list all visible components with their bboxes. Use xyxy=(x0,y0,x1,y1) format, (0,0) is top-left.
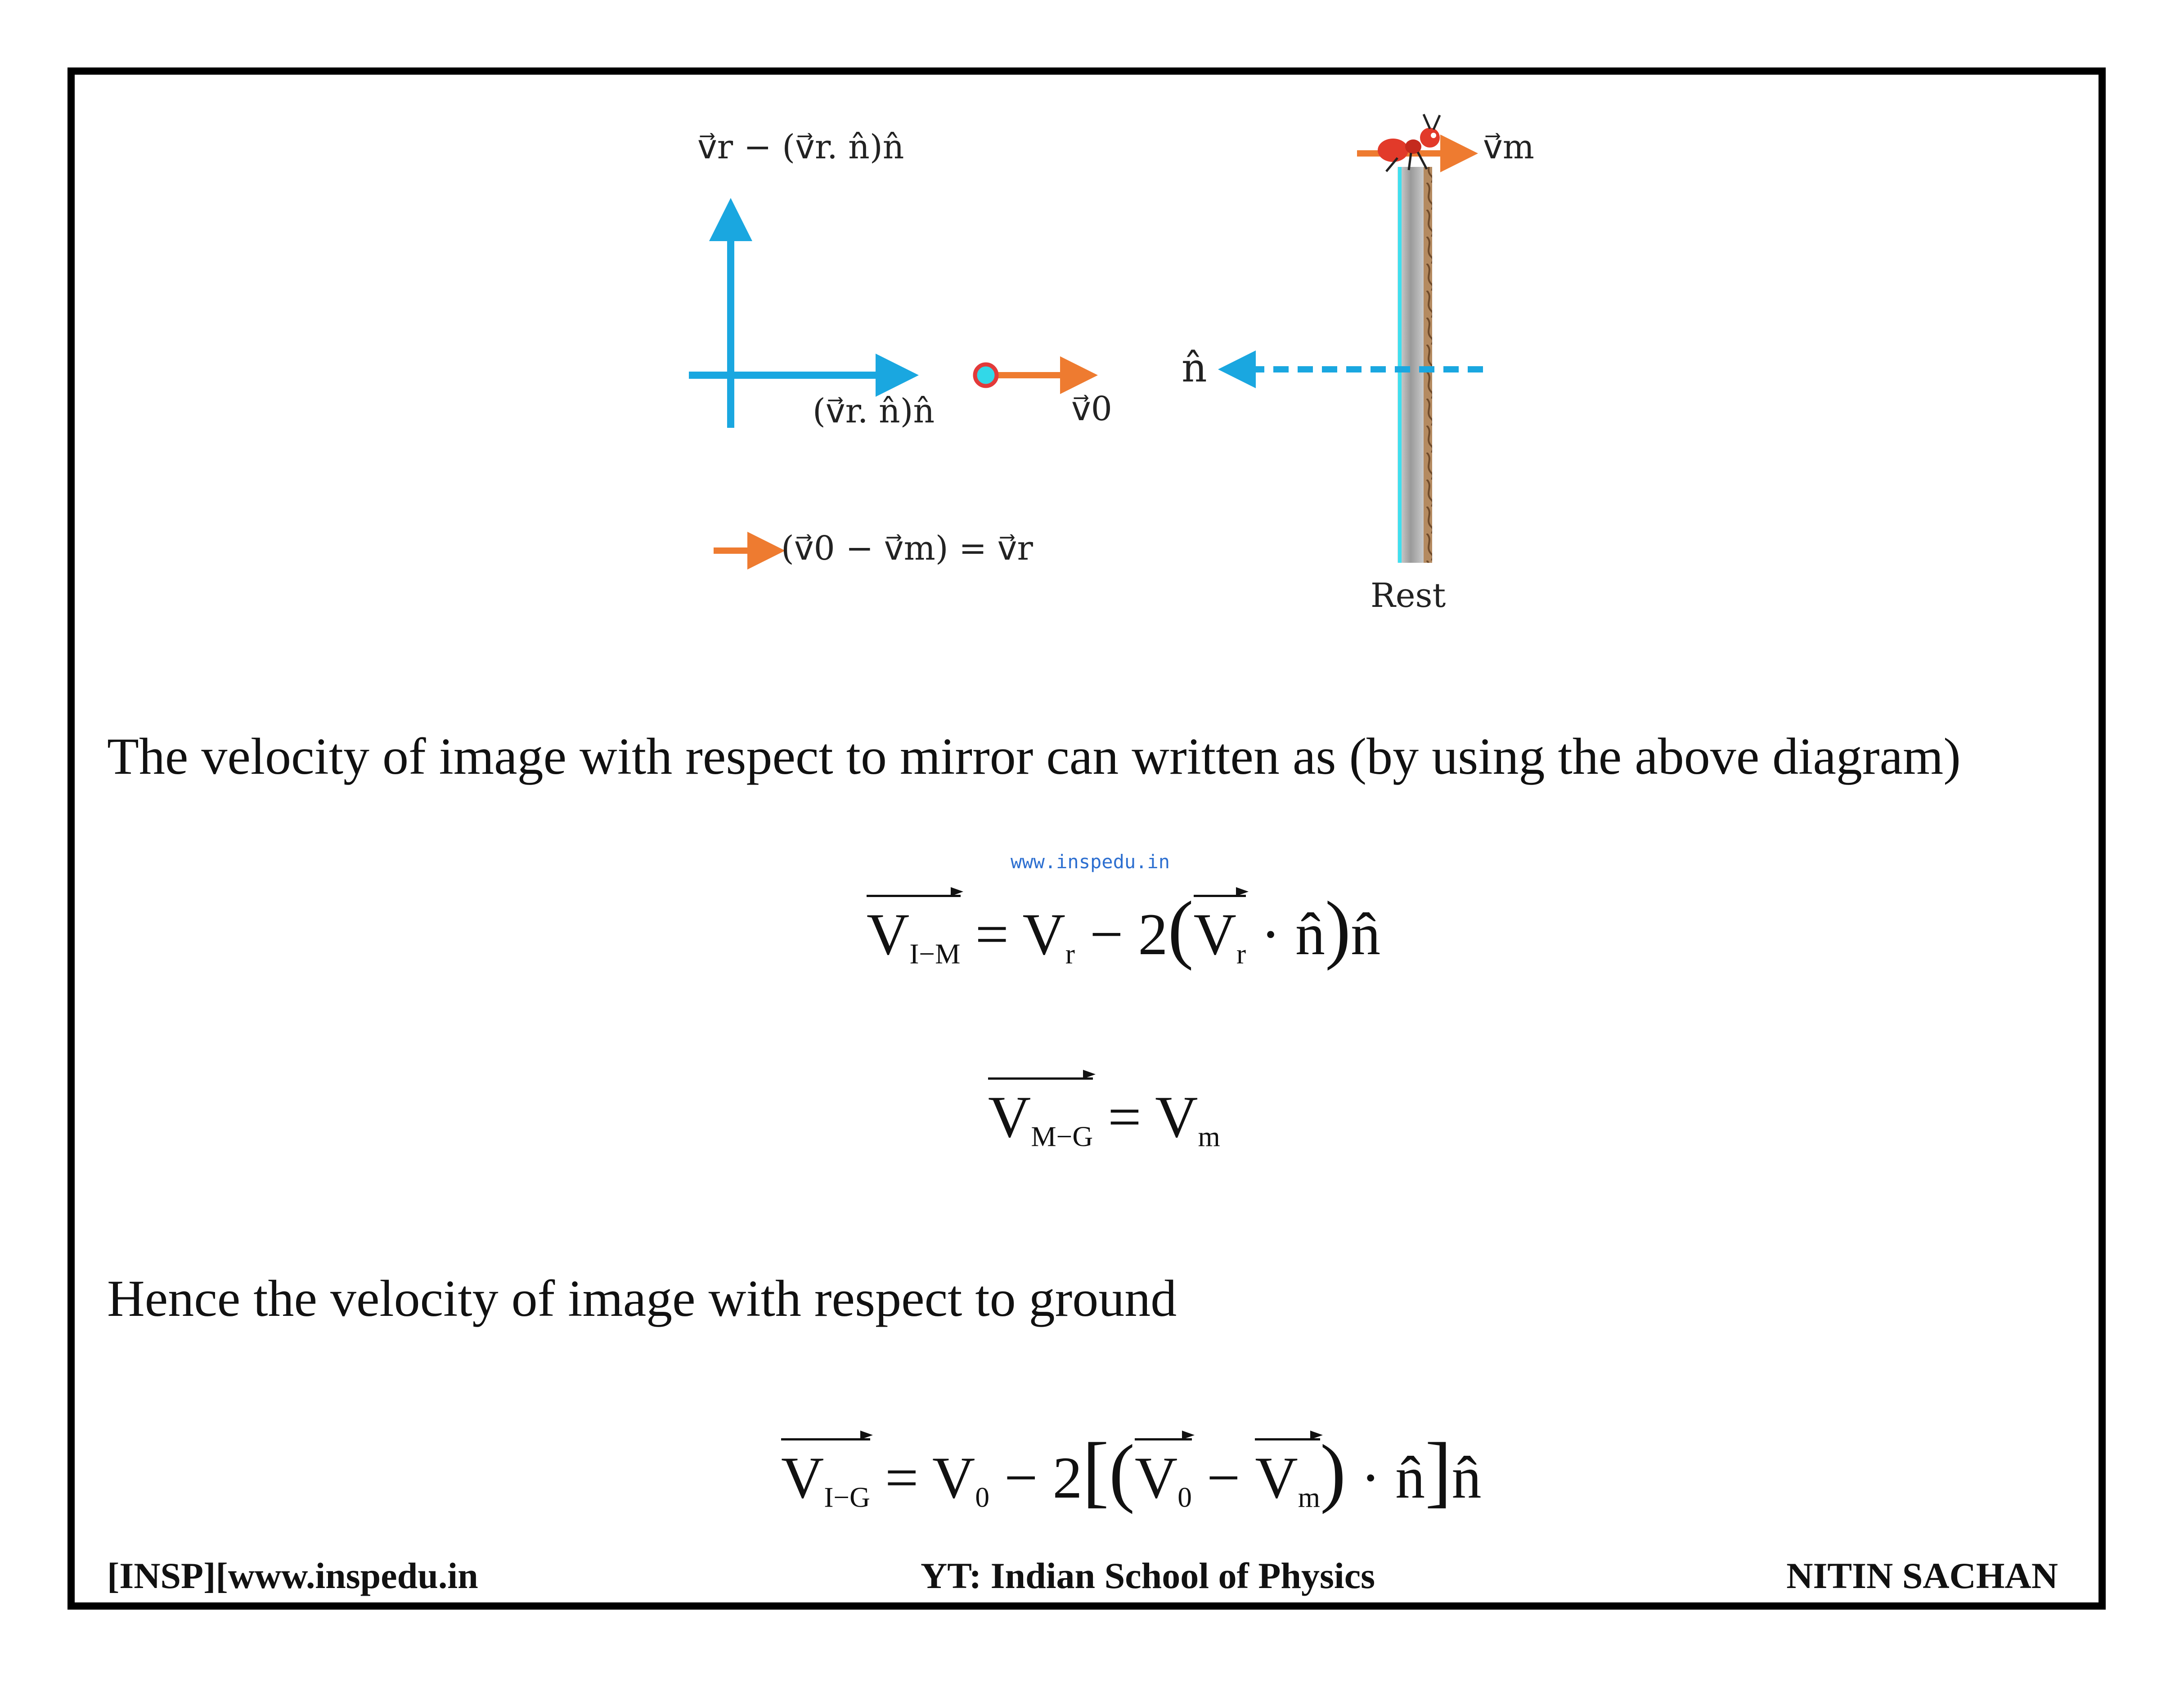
vm-label: v⃗m xyxy=(1483,128,1534,166)
equation-image-wrt-mirror: VI−M = Vr − 2(Vr · n̂)n̂ xyxy=(867,886,1381,971)
ant-icon xyxy=(1378,113,1441,172)
vec-v-m-g: VM−G xyxy=(988,1070,1096,1153)
vec-v-i-g: VI−G xyxy=(781,1431,873,1514)
paragraph-mirror-velocity: The velocity of image with respect to mi… xyxy=(107,728,1961,785)
equation-mirror-wrt-ground: VM−G = Vm xyxy=(988,1070,1220,1153)
object-velocity xyxy=(973,356,1098,394)
rest-label: Rest xyxy=(1371,576,1446,615)
footer-author: NITIN SACHAN xyxy=(1786,1555,2058,1596)
footer-channel: YT: Indian School of Physics xyxy=(921,1555,1375,1596)
mirror-velocity xyxy=(1357,113,1478,172)
component-axes xyxy=(689,198,919,428)
v0-label: v⃗0 xyxy=(1071,390,1112,428)
n-hat-label: n̂ xyxy=(1182,345,1207,391)
relation-label: (v⃗0 − v⃗m) = v⃗r xyxy=(781,529,1033,568)
paragraph-image-wrt-ground: Hence the velocity of image with respect… xyxy=(107,1270,1177,1328)
mirror-surface xyxy=(1398,167,1424,563)
page-frame: v⃗r − (v⃗r. n̂)n̂ (v⃗r. n̂)n̂ v⃗0 (v⃗0 −… xyxy=(67,67,2106,1610)
footer-website: [INSP][www.inspedu.in xyxy=(107,1555,478,1596)
mirror xyxy=(1398,167,1432,563)
object-point xyxy=(973,362,999,388)
normal-component-label: (v⃗r. n̂)n̂ xyxy=(813,392,935,431)
velocity-diagram xyxy=(689,113,1483,570)
equation-image-wrt-ground: VI−G = V0 − 2[(V0 − Vm) · n̂]n̂ xyxy=(781,1426,1482,1515)
watermark: www.inspedu.in xyxy=(1011,851,1170,873)
perpendicular-component-label: v⃗r − (v⃗r. n̂)n̂ xyxy=(697,128,904,166)
mirror-wood-backing xyxy=(1422,167,1432,563)
vec-v-i-m: VI−M xyxy=(867,887,963,970)
